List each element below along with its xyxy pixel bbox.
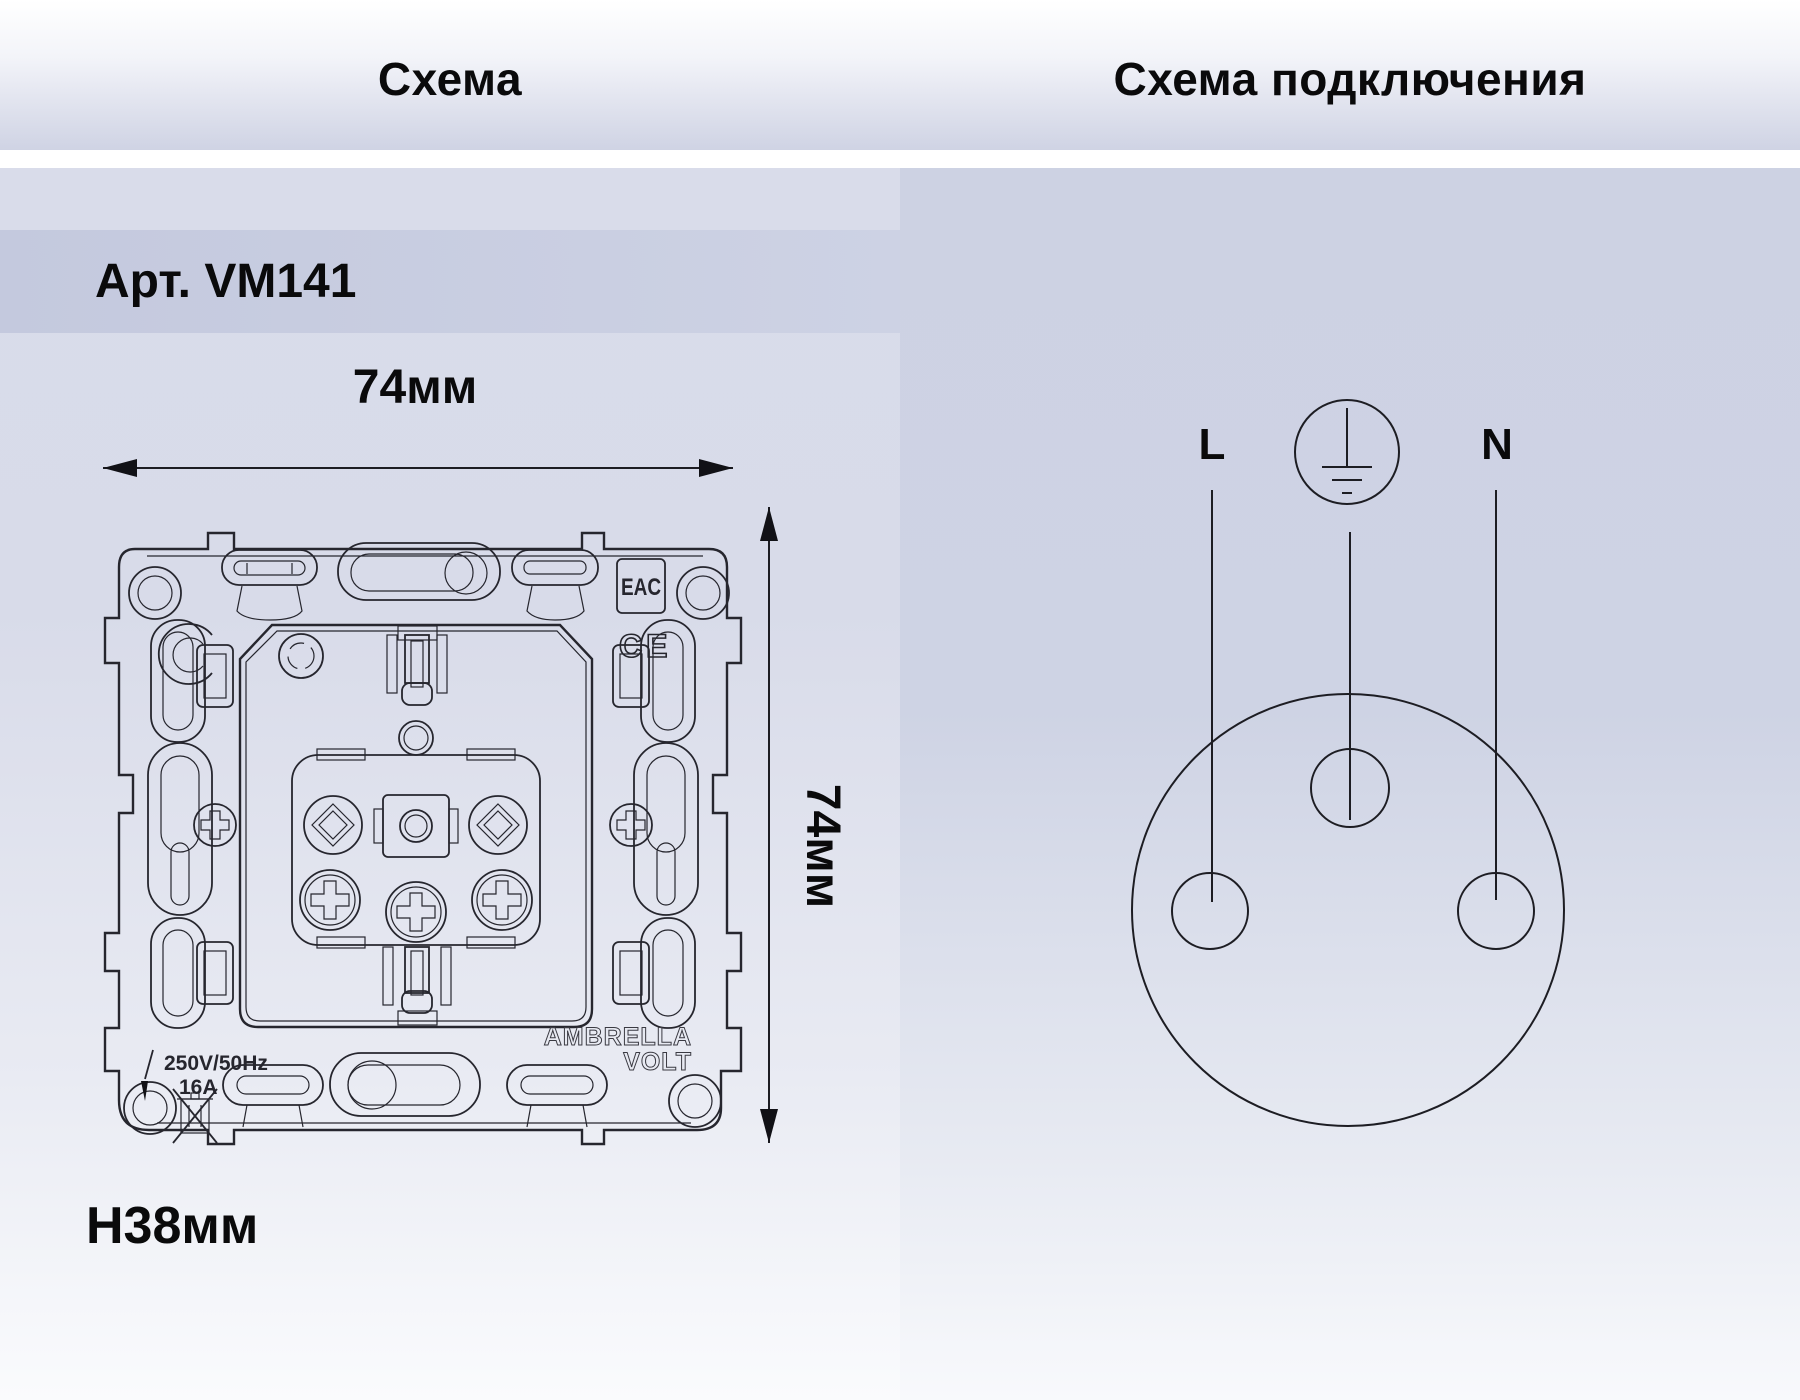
ground-contact-hole xyxy=(1310,748,1390,828)
live-contact-hole xyxy=(1171,872,1249,950)
depth-dimension-label: H38мм xyxy=(86,1197,259,1255)
neutral-contact-hole xyxy=(1457,872,1535,950)
right-section-title: Схема подключения xyxy=(1113,53,1587,105)
eac-mark: EAC xyxy=(616,558,666,614)
socket-outline xyxy=(1131,693,1565,1127)
screwdriver-icon xyxy=(141,1049,154,1101)
article-band: Арт. VM141 xyxy=(0,230,900,333)
brand-name-top: AMBRELLA xyxy=(544,1023,692,1051)
width-dimension-label: 74мм xyxy=(353,361,477,414)
bottom-slots xyxy=(222,1052,608,1128)
central-mechanism xyxy=(238,623,594,1029)
rating-current: 16A xyxy=(179,1076,218,1099)
rating-voltage: 250V/50Hz xyxy=(164,1052,268,1075)
top-slots xyxy=(221,542,599,621)
brand-name-bottom: VOLT xyxy=(623,1048,692,1076)
mounting-frame-outline xyxy=(103,531,743,1146)
svg-text:EAC: EAC xyxy=(621,574,661,601)
width-dimension: 74мм xyxy=(103,361,733,477)
wiring-diagram: L N xyxy=(1131,399,1565,1127)
left-section-title: Схема xyxy=(377,53,523,105)
live-label: L xyxy=(1199,420,1226,469)
neutral-label: N xyxy=(1481,420,1513,469)
mechanism-drawing: EAC CE xyxy=(103,531,743,1146)
scheme-panel xyxy=(0,168,900,1400)
article-label: Арт. VM141 xyxy=(95,255,357,308)
section-headers: Схема Схема подключения xyxy=(0,0,1800,150)
right-side-claw-assembly xyxy=(610,620,698,1028)
height-dimension: 74мм xyxy=(760,507,849,1143)
height-dimension-label: 74мм xyxy=(796,784,849,908)
ground-symbol-icon xyxy=(1294,399,1400,505)
corner-mounting-holes xyxy=(123,566,730,1135)
left-side-claw-assembly xyxy=(148,620,236,1028)
no-trash-icon xyxy=(172,1088,218,1144)
